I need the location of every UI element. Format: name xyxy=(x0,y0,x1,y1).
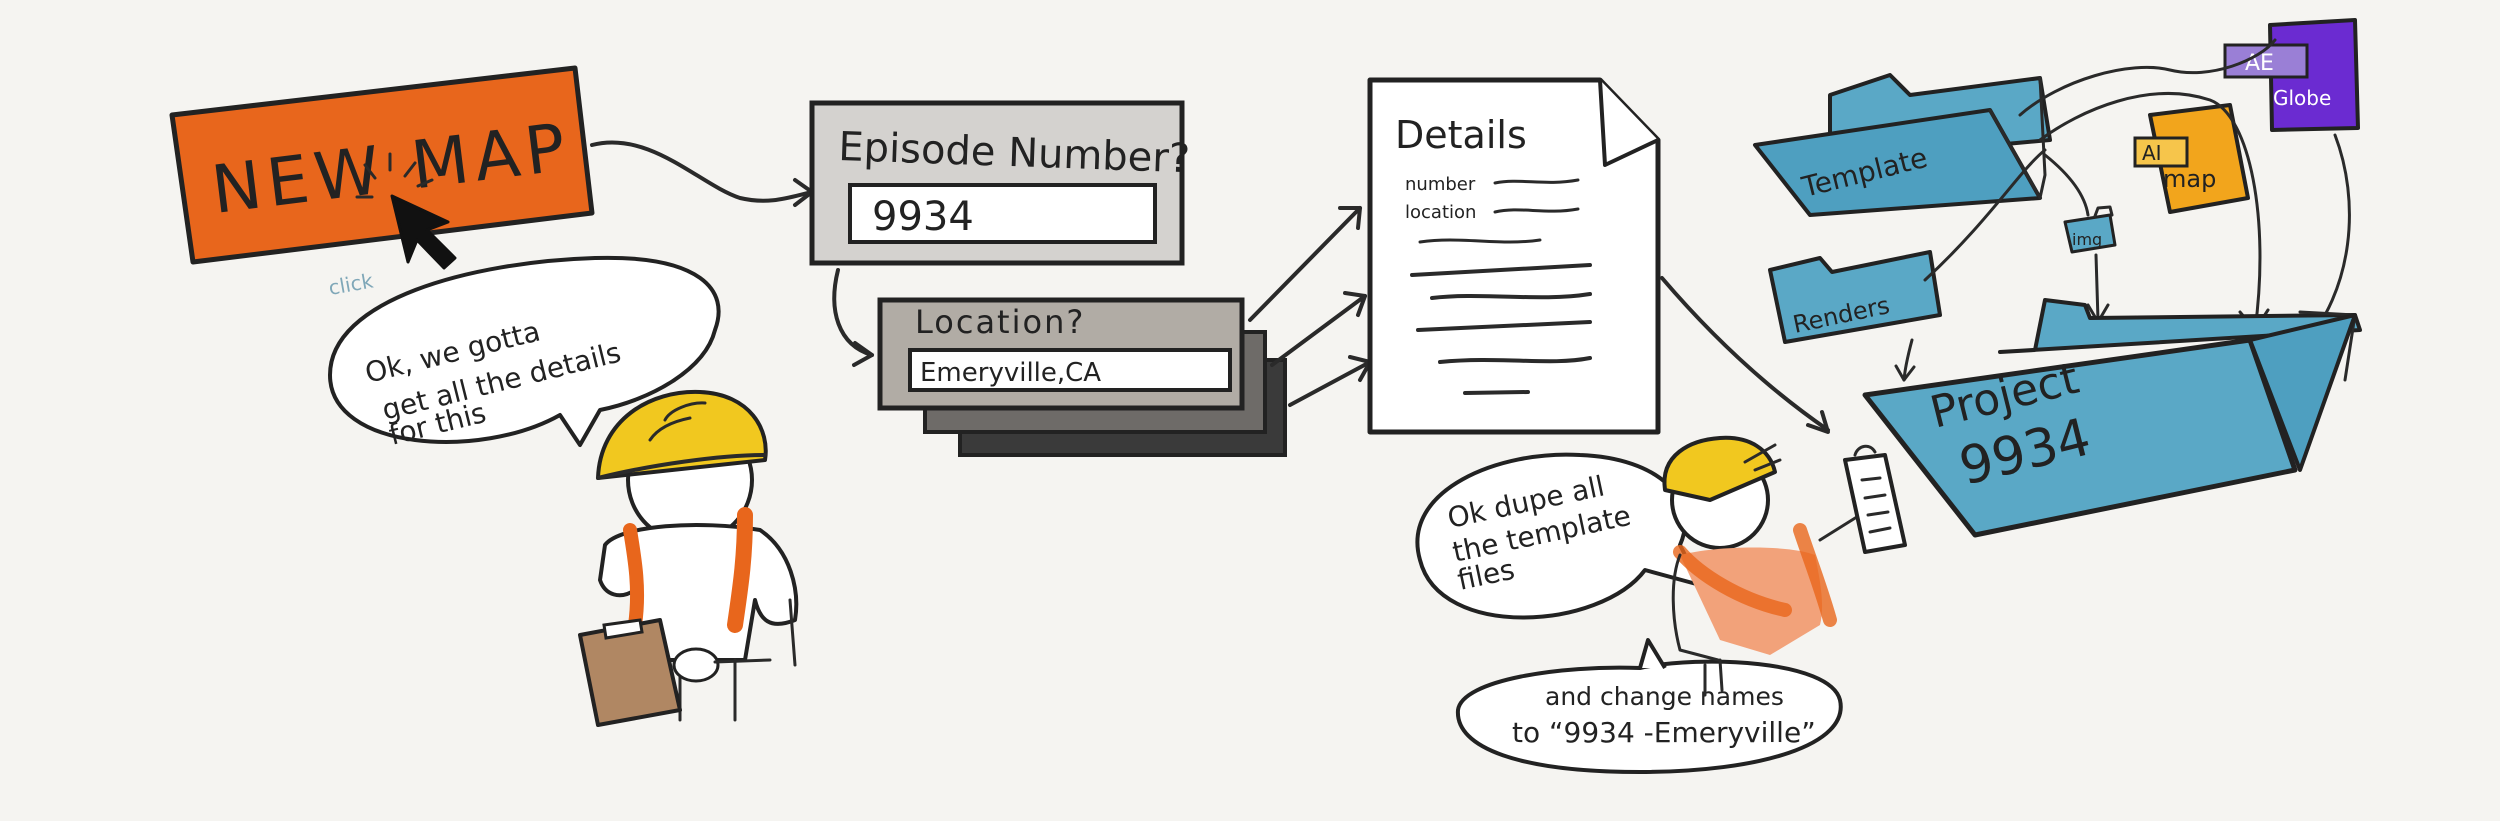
ai-badge-label: AI xyxy=(2142,141,2162,165)
episode-number-value: 9934 xyxy=(872,194,974,240)
worker2-sub-line2: to “9934 -Emeryville” xyxy=(1512,716,1816,749)
globe-file-label: Globe xyxy=(2273,86,2331,110)
worker2-sub-bubble: and change names to “9934 -Emeryville” xyxy=(1455,638,1843,775)
img-folder-icon[interactable]: img xyxy=(2063,205,2117,254)
details-field-location: location xyxy=(1405,202,1476,223)
worker2-sub-line1: and change names xyxy=(1545,682,1784,711)
arrows-to-details xyxy=(1248,206,1372,407)
worker1-figure xyxy=(578,389,799,727)
arrow-to-location xyxy=(832,268,874,357)
arrowhead-icon xyxy=(852,341,874,367)
renders-folder-icon[interactable]: Renders xyxy=(1768,250,1942,344)
details-title: Details xyxy=(1395,113,1527,157)
episode-dialog: Episode Number? 9934 xyxy=(809,100,1191,266)
globe-file-icon[interactable]: AE Globe xyxy=(2223,18,2360,132)
worker1-speech-bubble: Ok, we gotta get all the details for thi… xyxy=(328,255,721,452)
clipboard-icon xyxy=(578,618,682,727)
arrow-to-worker2 xyxy=(1660,276,1830,432)
location-dialog-title: Location? xyxy=(915,303,1085,341)
details-document: Details number location xyxy=(1367,77,1661,435)
worker2-speech-bubble: Ok dupe all the template files xyxy=(1415,452,1702,620)
map-file-label: map xyxy=(2163,165,2216,193)
location-value: Emeryville,CA xyxy=(920,358,1101,388)
worker2-figure xyxy=(1662,435,1907,697)
location-field[interactable] xyxy=(908,348,1232,392)
click-label: click xyxy=(327,268,376,299)
template-folder-icon[interactable]: Template xyxy=(1753,73,2052,217)
cursor-icon xyxy=(355,152,457,270)
arrowhead-icon xyxy=(1806,410,1830,434)
location-dialog-stack: Location? Emeryville,CA xyxy=(877,297,1287,457)
arrow-to-episode xyxy=(590,140,814,203)
clipboard-icon xyxy=(1843,453,1907,554)
new-map-button[interactable]: NEW MAP xyxy=(169,65,595,265)
ai-badge xyxy=(2133,136,2189,168)
project-folder-icon[interactable]: Project 9934 xyxy=(1862,298,2362,538)
img-folder-label: img xyxy=(2072,230,2102,249)
episode-number-field[interactable] xyxy=(848,183,1157,244)
details-field-number: number xyxy=(1405,174,1476,195)
map-file-icon[interactable]: AI map xyxy=(2133,103,2250,214)
